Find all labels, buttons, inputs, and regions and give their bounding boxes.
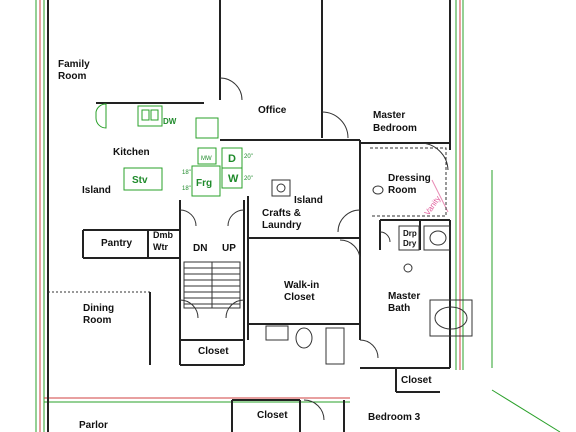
dressing-room-label: Dressing xyxy=(388,173,431,184)
master-bedroom-label: Master xyxy=(373,110,405,121)
stove-label: Stv xyxy=(132,175,148,186)
washer-box-label: W xyxy=(228,173,239,185)
stairs-down-label: DN xyxy=(193,243,207,254)
dumbwaiter-label: Dmb xyxy=(153,230,174,240)
master-bedroom-label-2: Bedroom xyxy=(373,123,417,134)
dryer-box-label: D xyxy=(228,153,236,165)
stairs xyxy=(183,261,241,309)
walkin-closet-label: Walk-in xyxy=(284,280,319,291)
vanity-label: Vanity xyxy=(423,194,443,217)
kitchen-label: Kitchen xyxy=(113,147,150,158)
dim-20-top: 20" xyxy=(244,154,253,160)
closet-bedroom-label: Closet xyxy=(401,375,432,386)
door-swings xyxy=(179,77,449,421)
family-room-label-2: Room xyxy=(58,71,86,82)
stairs-up-label: UP xyxy=(222,243,236,254)
dim-18-top: 18" xyxy=(182,170,191,176)
bedroom-3-label: Bedroom 3 xyxy=(368,412,421,423)
walkin-closet-label-2: Closet xyxy=(284,292,315,303)
dishwasher-label: DW xyxy=(163,117,177,126)
dining-room-label: Dining xyxy=(83,303,114,314)
drop-dry-label-2: Dry xyxy=(403,239,417,248)
crafts-laundry-label: Crafts & xyxy=(262,208,301,219)
bath-fixtures xyxy=(265,179,473,365)
dressing-room-label-2: Room xyxy=(388,185,416,196)
dressing-closet-outline xyxy=(370,147,447,217)
dumbwaiter-label-2: Wtr xyxy=(153,242,168,252)
crafts-laundry-label-2: Laundry xyxy=(262,220,302,231)
master-bath-label-2: Bath xyxy=(388,303,410,314)
family-room-label: Family xyxy=(58,59,90,70)
toilet-box xyxy=(423,225,451,251)
dim-18-bottom: 18" xyxy=(182,186,191,192)
walls xyxy=(47,0,451,432)
office-label: Office xyxy=(258,105,287,116)
drop-dry-label: Drp xyxy=(403,229,417,238)
master-bath-label: Master xyxy=(388,291,420,302)
drop-dry-box xyxy=(398,225,420,251)
pantry-label: Pantry xyxy=(101,238,133,249)
fridge-label: Frg xyxy=(196,178,212,189)
microwave-label: MW xyxy=(201,156,212,162)
closet-stair-label: Closet xyxy=(198,346,229,357)
crafts-island-label: Island xyxy=(294,195,323,206)
island-label: Island xyxy=(82,185,111,196)
closet-hall-label: Closet xyxy=(257,410,288,421)
dim-20-bottom: 20" xyxy=(244,176,253,182)
parlor-label: Parlor xyxy=(79,420,108,431)
kitchen-fixtures xyxy=(95,103,291,197)
dining-room-label-2: Room xyxy=(83,315,111,326)
